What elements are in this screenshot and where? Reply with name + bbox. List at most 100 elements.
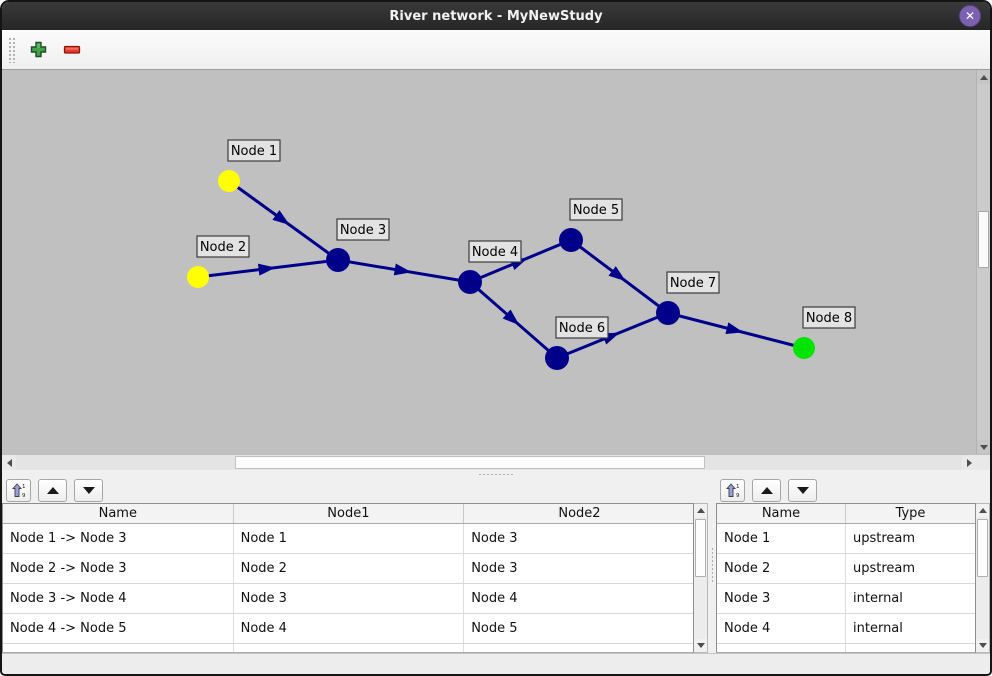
arrow-up-icon bbox=[760, 486, 773, 494]
table-cell[interactable]: Node 1 -> Node 3 bbox=[3, 524, 234, 553]
river-node[interactable] bbox=[559, 228, 583, 252]
scroll-thumb[interactable] bbox=[978, 211, 989, 268]
svg-text:Node 1: Node 1 bbox=[231, 144, 277, 159]
scroll-left-button[interactable] bbox=[2, 455, 16, 470]
river-node[interactable] bbox=[656, 301, 680, 325]
table-cell[interactable]: Node 4 bbox=[717, 614, 846, 643]
river-node[interactable] bbox=[187, 266, 209, 288]
move-up-button[interactable] bbox=[752, 478, 781, 502]
table-cell[interactable]: Node 3 bbox=[234, 584, 465, 613]
plus-icon bbox=[30, 41, 46, 58]
canvas-horizontal-scrollbar[interactable] bbox=[2, 454, 990, 470]
triangle-up-icon bbox=[978, 508, 987, 513]
scroll-thumb[interactable] bbox=[695, 519, 706, 577]
table-cell[interactable]: Node 3 bbox=[471, 561, 518, 576]
sort-button[interactable]: 1 9 bbox=[6, 478, 31, 502]
title-bar[interactable]: River network - MyNewStudy ✕ bbox=[2, 2, 990, 30]
table-cell[interactable]: upstream bbox=[853, 531, 916, 546]
table-cell[interactable]: Node 4 bbox=[471, 591, 518, 606]
column-header[interactable]: Type bbox=[895, 506, 926, 521]
nodes-toolbar: 1 9 bbox=[716, 477, 990, 503]
scroll-thumb[interactable] bbox=[235, 456, 705, 469]
scroll-up-button[interactable] bbox=[977, 70, 990, 84]
table-cell[interactable]: upstream bbox=[853, 561, 916, 576]
triangle-down-icon bbox=[978, 643, 987, 648]
scroll-right-button[interactable] bbox=[962, 455, 976, 470]
node-label: Node 2 bbox=[196, 235, 250, 258]
sort-button[interactable]: 1 9 bbox=[720, 478, 745, 502]
toolbar-drag-handle[interactable] bbox=[8, 36, 15, 63]
triangle-right-icon bbox=[966, 458, 972, 467]
table-row[interactable]: Node 2 upstream bbox=[717, 554, 975, 584]
node-label: Node 6 bbox=[555, 316, 609, 339]
close-button[interactable]: ✕ bbox=[959, 5, 981, 27]
triangle-down-icon bbox=[696, 643, 705, 648]
move-down-button[interactable] bbox=[74, 478, 103, 502]
scroll-down-button[interactable] bbox=[694, 639, 707, 652]
table-row[interactable]: Node 4 internal bbox=[717, 614, 975, 644]
flow-arrow-icon bbox=[608, 266, 626, 282]
table-cell[interactable]: Node 5 bbox=[471, 621, 518, 636]
table-cell[interactable]: Node 2 bbox=[234, 554, 465, 583]
table-cell[interactable]: Node 3 bbox=[717, 584, 846, 613]
scroll-thumb[interactable] bbox=[977, 519, 988, 577]
table-cell[interactable]: internal bbox=[853, 621, 903, 636]
scroll-down-button[interactable] bbox=[976, 639, 989, 652]
remove-node-button[interactable] bbox=[59, 37, 85, 63]
horizontal-splitter[interactable] bbox=[2, 470, 990, 477]
nodes-table-scrollbar[interactable] bbox=[976, 503, 990, 653]
canvas-vertical-scrollbar[interactable] bbox=[976, 70, 990, 454]
river-node[interactable] bbox=[793, 337, 815, 359]
river-node[interactable] bbox=[545, 346, 569, 370]
river-node[interactable] bbox=[458, 270, 482, 294]
add-node-button[interactable] bbox=[25, 37, 51, 63]
flow-arrow-icon bbox=[272, 210, 290, 225]
scroll-track[interactable] bbox=[694, 517, 707, 639]
move-down-button[interactable] bbox=[788, 478, 817, 502]
scroll-up-button[interactable] bbox=[694, 504, 707, 517]
node-label: Node 8 bbox=[802, 306, 856, 329]
table-row[interactable]: Node 3 internal bbox=[717, 584, 975, 614]
vertical-splitter[interactable] bbox=[708, 477, 716, 653]
river-node[interactable] bbox=[326, 248, 350, 272]
flow-arrow-icon bbox=[725, 322, 744, 334]
table-cell[interactable]: Node 3 bbox=[471, 531, 518, 546]
table-cell[interactable]: Node 1 bbox=[234, 524, 465, 553]
triangle-left-icon bbox=[6, 458, 12, 467]
scroll-track[interactable] bbox=[977, 84, 990, 440]
table-row[interactable]: Node 1 upstream bbox=[717, 524, 975, 554]
scroll-down-button[interactable] bbox=[977, 440, 990, 454]
scroll-up-button[interactable] bbox=[976, 504, 989, 517]
move-up-button[interactable] bbox=[38, 478, 67, 502]
column-header[interactable]: Node2 bbox=[558, 506, 601, 521]
scroll-track[interactable] bbox=[976, 517, 989, 639]
table-cell[interactable]: Node 4 bbox=[234, 614, 465, 643]
table-cell[interactable]: Node 4 -> Node 5 bbox=[3, 614, 234, 643]
links-table-scrollbar[interactable] bbox=[694, 503, 708, 653]
table-cell[interactable]: Node 2 -> Node 3 bbox=[3, 554, 234, 583]
scroll-track[interactable] bbox=[16, 455, 962, 470]
column-header[interactable]: Name bbox=[3, 504, 234, 523]
table-cell[interactable]: Node 3 -> Node 4 bbox=[3, 584, 234, 613]
column-header[interactable]: Name bbox=[717, 504, 846, 523]
table-cell[interactable]: internal bbox=[853, 591, 903, 606]
table-cell[interactable]: Node 2 bbox=[717, 554, 846, 583]
river-node[interactable] bbox=[218, 170, 240, 192]
table-cell[interactable]: Node 1 bbox=[717, 524, 846, 553]
table-row-empty bbox=[717, 644, 975, 652]
column-header[interactable]: Node1 bbox=[234, 504, 465, 523]
